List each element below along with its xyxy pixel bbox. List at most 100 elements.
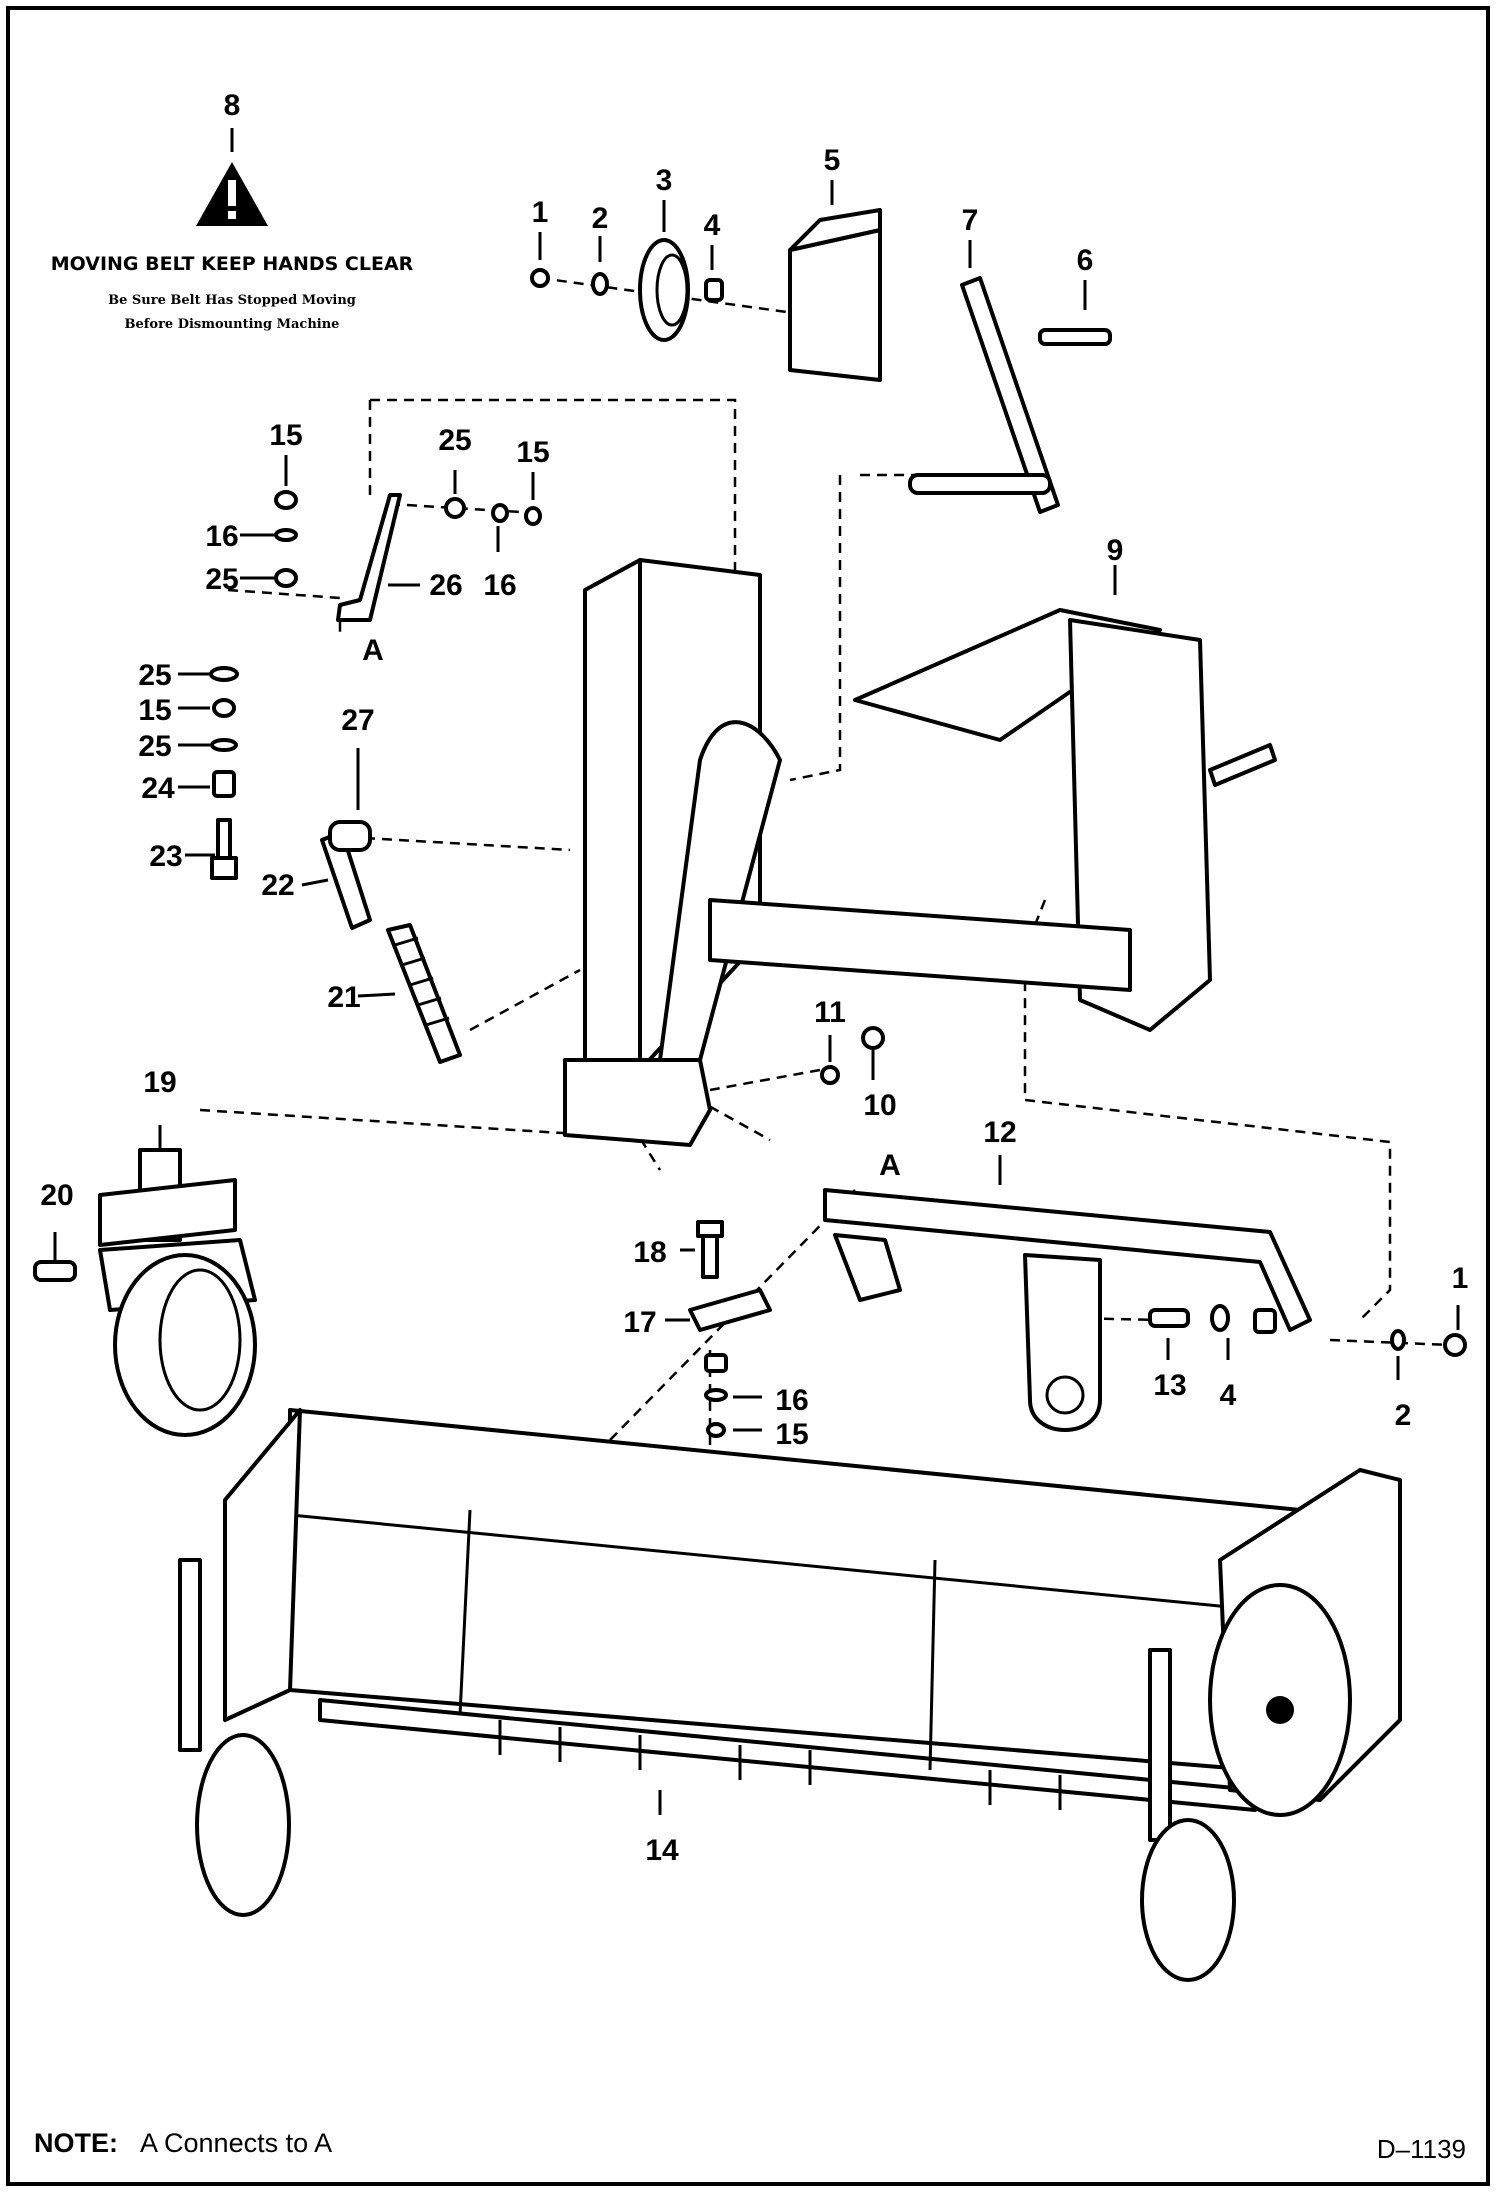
note-text: A Connects to A [140, 2128, 332, 2158]
rake-bottom-rail [318, 1698, 1257, 1812]
bolt-18-head [696, 1220, 724, 1238]
washer-25-upper [274, 568, 298, 588]
arm-7 [960, 276, 1060, 514]
callout-15-d: 15 [775, 1418, 808, 1451]
callout-11: 11 [814, 996, 846, 1029]
rake-hood-ridge [239, 1508, 1261, 1612]
callout-7: 7 [962, 204, 979, 237]
callout-2-b: 2 [1395, 1399, 1412, 1432]
frame-curved-tube [658, 720, 782, 1062]
bracket-26 [336, 493, 402, 622]
caster-tire [113, 1253, 257, 1437]
callout-24: 24 [141, 772, 175, 805]
belt-guard-top [788, 208, 882, 252]
bolt-20 [33, 1260, 77, 1282]
nut-15-right [524, 506, 542, 526]
nut-10 [861, 1026, 885, 1050]
rake-tines [498, 1720, 1062, 1810]
callout-15-b: 15 [516, 436, 549, 469]
nut-1-lower [1443, 1333, 1467, 1357]
drive-hub [1266, 1696, 1294, 1724]
callout-1: 1 [532, 196, 549, 229]
callout-numbers: 8 1 2 3 4 5 7 6 15 25 15 16 16 25 26 25 … [40, 89, 1468, 1867]
rake-attachment-14 [178, 1408, 1402, 1982]
connection-mark-a-lower: A [879, 1149, 901, 1182]
exclamation-dot [228, 211, 236, 219]
washer-25-b [210, 738, 238, 752]
bushing-4 [704, 278, 724, 302]
callout-16-b: 16 [483, 569, 516, 602]
frame-crossbar [708, 898, 1132, 992]
warning-line-2: Before Dismounting Machine [125, 317, 340, 332]
washer-4 [1210, 1304, 1230, 1332]
pin-27 [328, 820, 372, 852]
nut-15 [706, 1422, 726, 1438]
callout-21: 21 [327, 981, 360, 1014]
callout-26: 26 [429, 569, 462, 602]
callout-3: 3 [656, 164, 673, 197]
callout-25-a: 25 [438, 424, 471, 457]
left-jack-post [178, 1558, 202, 1752]
clamp-plate-17 [688, 1288, 772, 1332]
bolt-13 [1148, 1308, 1190, 1328]
callout-17: 17 [623, 1306, 656, 1339]
caster-mount-plate [98, 1178, 237, 1247]
nut-15-upper [274, 490, 298, 510]
pivot-pin [908, 473, 1052, 495]
callout-4-b: 4 [1220, 1379, 1237, 1412]
washer-2-lower [1390, 1329, 1406, 1351]
bolt-23-head [210, 856, 238, 880]
tool-bar-left-tab [833, 1233, 902, 1302]
connection-mark-a-upper: A [362, 634, 384, 667]
right-gauge-wheel [1140, 1818, 1236, 1982]
callout-27: 27 [341, 704, 374, 737]
tool-bar-beam [823, 1188, 1312, 1332]
washer-25-a [209, 666, 239, 682]
washer-25-right [444, 497, 466, 519]
adjuster-hardware [209, 490, 542, 880]
warning-decal: MOVING BELT KEEP HANDS CLEAR Be Sure Bel… [51, 162, 414, 332]
rake-left-end [223, 1408, 302, 1722]
warning-title: MOVING BELT KEEP HANDS CLEAR [51, 253, 414, 275]
clamp-hardware [688, 1220, 772, 1438]
lockwasher-16-right [491, 503, 509, 523]
callout-5: 5 [824, 144, 841, 177]
caster-hub [158, 1268, 242, 1412]
frame-foot-plate [563, 1058, 712, 1147]
left-gauge-wheel [195, 1733, 291, 1917]
warning-line-1: Be Sure Belt Has Stopped Moving [108, 293, 356, 308]
frame-hitch-pin [1208, 743, 1277, 787]
callout-8: 8 [224, 89, 241, 122]
leader-lines [53, 128, 1460, 1815]
callout-16-c: 16 [775, 1384, 808, 1417]
caster-wheel-assembly [33, 1148, 257, 1437]
spring-coils [394, 936, 450, 1027]
callout-25-c: 25 [138, 659, 171, 692]
tension-assembly [320, 820, 462, 1064]
lockwasher-16 [704, 1388, 728, 1402]
nut-16-block [704, 1353, 728, 1373]
lockwasher-11 [820, 1065, 840, 1085]
callout-15-c: 15 [138, 694, 171, 727]
drawing-id: D–1139 [1377, 2134, 1466, 2164]
callout-25-b: 25 [205, 563, 238, 596]
exclamation-bar [228, 180, 236, 206]
callout-18: 18 [633, 1236, 666, 1269]
callout-20: 20 [40, 1179, 73, 1212]
washer-2 [591, 272, 609, 296]
pulley-groove [655, 253, 689, 327]
callout-22: 22 [261, 869, 294, 902]
hitch-hole [1045, 1375, 1085, 1415]
callout-9: 9 [1107, 534, 1124, 567]
callout-19: 19 [143, 1066, 176, 1099]
callout-12: 12 [983, 1116, 1016, 1149]
callout-4: 4 [704, 209, 721, 242]
note-label: NOTE: [34, 2128, 118, 2158]
nut-1 [530, 268, 550, 288]
callout-23: 23 [149, 840, 182, 873]
rake-tie-rods [458, 1509, 937, 1771]
callout-2: 2 [592, 202, 609, 235]
callout-16-a: 16 [205, 520, 238, 553]
bushing-4-lower [1253, 1308, 1277, 1334]
